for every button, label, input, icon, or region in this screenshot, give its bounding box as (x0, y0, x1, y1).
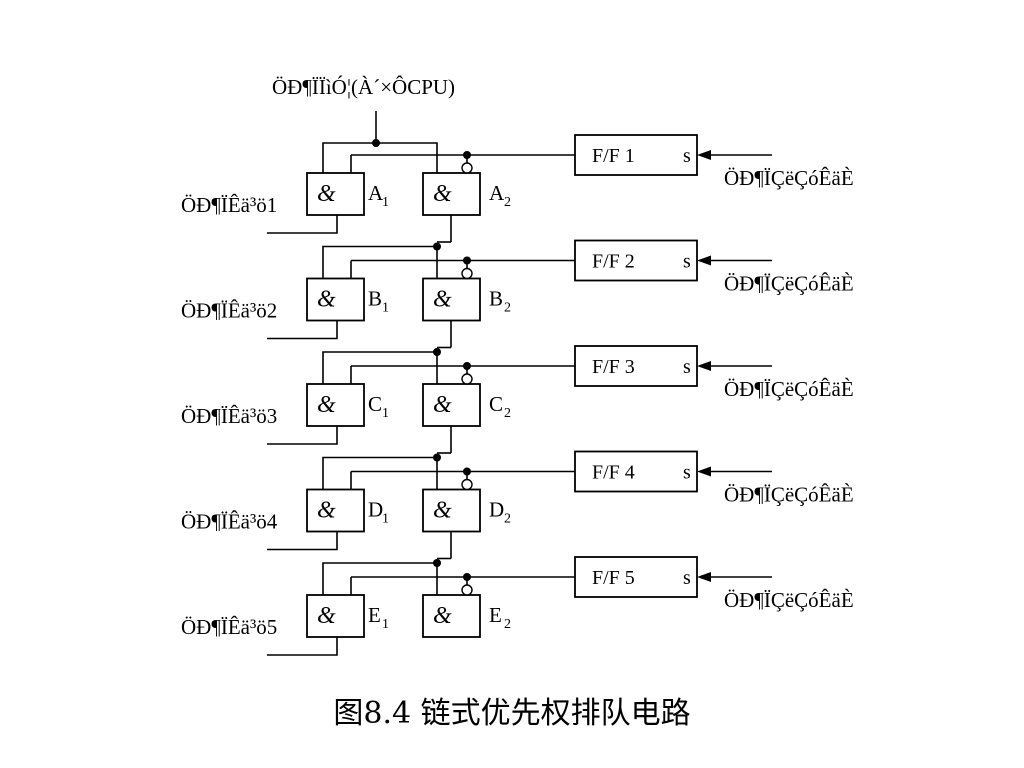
flip-flop-2 (574, 239, 698, 282)
and-gate-d1 (306, 488, 365, 533)
flip-flop-set-pin: s (683, 462, 691, 484)
gate-label: A (368, 181, 384, 205)
set-input-arrow (697, 150, 711, 160)
gate-label: D (489, 498, 504, 522)
ff-output-junction (463, 467, 471, 476)
gate-label: C (489, 392, 503, 416)
interrupt-output-wire (267, 426, 338, 445)
chain-junction-dot (433, 453, 441, 462)
set-signal-label: ÖÐ¶ÏÇëÇóÊäÈ (724, 377, 854, 401)
gate-label: E (489, 603, 502, 627)
inverter-bubble (461, 162, 473, 174)
and-gate-b1 (306, 277, 365, 322)
chain-junction-dot (433, 242, 441, 251)
gate-label: B (368, 287, 382, 311)
gate1-chain-input-wire (322, 351, 437, 384)
ff-output-junction (463, 573, 471, 581)
interrupt-output-label: ÖÐ¶ÏÊä³ö3 (181, 404, 277, 428)
gate-label-sub: 1 (382, 406, 389, 421)
gate1-chain-input-wire (322, 142, 376, 173)
gate-label-sub: 2 (504, 301, 511, 316)
inverter-bubble (461, 373, 473, 385)
set-input-arrow (697, 361, 711, 371)
and-gate-symbol: & (433, 287, 452, 313)
and-gate-e1 (306, 594, 365, 638)
and-gate-b2 (422, 277, 481, 322)
and-gate-symbol: & (433, 392, 452, 418)
flip-flop-set-pin: s (683, 145, 691, 167)
and-gate-symbol: & (433, 181, 452, 207)
gate-label: B (489, 287, 503, 311)
gate2-chain-input-wire (376, 142, 438, 173)
gate-label: D (368, 498, 383, 522)
gate-label: E (368, 603, 381, 627)
interrupt-output-label: ÖÐ¶ÏÊä³ö1 (181, 193, 277, 217)
interrupt-output-wire (267, 637, 338, 656)
interrupt-output-wire (267, 215, 338, 234)
flip-flop-label: F/F 5 (592, 567, 635, 589)
gate-label-sub: 1 (382, 617, 389, 632)
and-gate-symbol: & (317, 498, 336, 524)
gate-label: A (489, 181, 505, 205)
and-gate-c2 (422, 383, 481, 427)
inverter-bubble (461, 584, 473, 596)
and-gate-c1 (306, 383, 365, 427)
flip-flop-5 (574, 556, 698, 598)
gate-label-sub: 2 (504, 195, 511, 210)
chain-junction-dot (433, 559, 441, 567)
gate-label-sub: 1 (382, 512, 389, 527)
and-gate-symbol: & (433, 498, 452, 524)
and-gate-e2 (422, 594, 481, 638)
cpu-response-label: ÖÐ¶ÏÏìÓ¦(À´×ÔCPU) (272, 75, 455, 99)
set-input-arrow (697, 572, 711, 582)
gate-label-sub: 1 (382, 195, 389, 210)
chain-junction-dot (433, 348, 441, 356)
gate1-chain-input-wire (322, 456, 437, 490)
gate-label-sub: 2 (504, 512, 511, 527)
gate-label-sub: 2 (504, 617, 511, 632)
flip-flop-3 (574, 345, 698, 387)
interrupt-output-wire (267, 531, 338, 551)
gate1-chain-input-wire (322, 245, 437, 279)
flip-flop-set-pin: s (683, 356, 691, 378)
flip-flop-set-pin: s (683, 251, 691, 273)
interrupt-output-label: ÖÐ¶ÏÊä³ö5 (181, 615, 277, 639)
and-gate-symbol: & (433, 603, 452, 629)
flip-flop-label: F/F 2 (592, 251, 635, 273)
flip-flop-label: F/F 3 (592, 356, 635, 378)
ff-output-junction (463, 362, 471, 370)
inverter-bubble (461, 478, 473, 491)
interrupt-output-label: ÖÐ¶ÏÊä³ö4 (181, 510, 278, 534)
and-gate-symbol: & (317, 603, 336, 629)
interrupt-output-label: ÖÐ¶ÏÊä³ö2 (181, 299, 277, 323)
inverter-bubble (461, 267, 473, 280)
figure-caption: 图8.4 链式优先权排队电路 (333, 696, 691, 731)
set-input-arrow (697, 466, 711, 477)
gate-label-sub: 2 (504, 406, 511, 421)
and-gate-symbol: & (317, 287, 336, 313)
flip-flop-4 (574, 450, 698, 493)
gate-label: C (368, 392, 382, 416)
ff-output-junction (463, 256, 471, 265)
flip-flop-label: F/F 4 (592, 462, 635, 484)
set-input-arrow (697, 255, 711, 266)
set-signal-label: ÖÐ¶ÏÇëÇóÊäÈ (724, 272, 854, 296)
set-signal-label: ÖÐ¶ÏÇëÇóÊäÈ (724, 588, 854, 612)
flip-flop-set-pin: s (683, 567, 691, 589)
set-signal-label: ÖÐ¶ÏÇëÇóÊäÈ (724, 483, 854, 507)
gate-label-sub: 1 (382, 301, 389, 316)
flip-flop-label: F/F 1 (592, 145, 635, 167)
and-gate-symbol: & (317, 392, 336, 418)
ff-output-junction (463, 151, 471, 159)
and-gate-d2 (422, 488, 481, 533)
gate1-chain-input-wire (322, 562, 437, 595)
and-gate-symbol: & (317, 181, 336, 207)
set-signal-label: ÖÐ¶ÏÇëÇóÊäÈ (724, 166, 854, 190)
and-gate-a1 (306, 172, 365, 216)
interrupt-output-wire (267, 320, 338, 340)
